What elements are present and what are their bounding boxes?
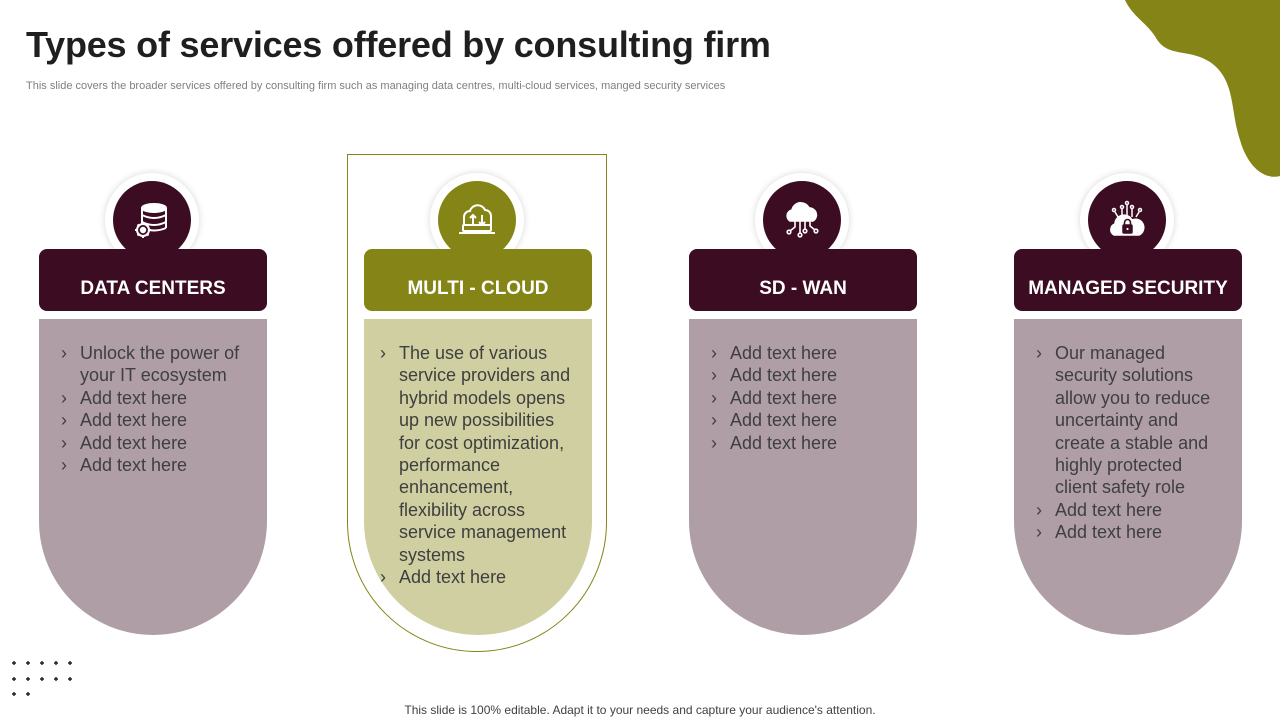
service-card-data-centers: DATA CENTERS Unlock the power of your IT… bbox=[39, 0, 267, 720]
decorative-blob bbox=[1125, 0, 1280, 177]
card-header: SD - WAN bbox=[689, 249, 917, 311]
list-item: Our managed security solutions allow you… bbox=[1036, 342, 1226, 499]
cloud-lock-icon bbox=[1088, 181, 1166, 259]
footer-note: This slide is 100% editable. Adapt it to… bbox=[404, 703, 876, 717]
page-subtitle: This slide covers the broader services o… bbox=[26, 80, 726, 92]
card-header: DATA CENTERS bbox=[39, 249, 267, 311]
list-item: Add text here bbox=[61, 454, 251, 477]
card-body: The use of various service providers and… bbox=[364, 319, 592, 635]
list-item: Add text here bbox=[711, 409, 901, 432]
list-item: Add text here bbox=[711, 364, 901, 387]
multi-cloud-highlight-frame bbox=[347, 154, 607, 652]
list-item: Add text here bbox=[1036, 521, 1226, 544]
service-card-multi-cloud: MULTI - CLOUD The use of various service… bbox=[364, 0, 592, 720]
list-item: Add text here bbox=[711, 342, 901, 365]
list-item: Add text here bbox=[61, 409, 251, 432]
cloud-laptop-icon bbox=[438, 181, 516, 259]
list-item: Add text here bbox=[61, 432, 251, 455]
card-header: MANAGED SECURITY bbox=[1014, 249, 1242, 311]
card-body: Our managed security solutions allow you… bbox=[1014, 319, 1242, 635]
bullet-list: Unlock the power of your IT ecosystem Ad… bbox=[61, 342, 251, 477]
cloud-network-icon bbox=[763, 181, 841, 259]
list-item: Unlock the power of your IT ecosystem bbox=[61, 342, 251, 387]
bullet-list: Add text here Add text here Add text her… bbox=[711, 342, 901, 454]
list-item: Add text here bbox=[711, 432, 901, 455]
list-item: Add text here bbox=[711, 387, 901, 410]
database-gear-icon bbox=[113, 181, 191, 259]
decorative-dots bbox=[12, 661, 72, 696]
bullet-list: Our managed security solutions allow you… bbox=[1036, 342, 1226, 544]
list-item: Add text here bbox=[61, 387, 251, 410]
card-body: Unlock the power of your IT ecosystem Ad… bbox=[39, 319, 267, 635]
page-title: Types of services offered by consulting … bbox=[26, 24, 771, 65]
list-item: The use of various service providers and… bbox=[380, 342, 576, 566]
card-body: Add text here Add text here Add text her… bbox=[689, 319, 917, 635]
service-card-sd-wan: SD - WAN Add text here Add text here Add… bbox=[689, 0, 917, 720]
list-item: Add text here bbox=[380, 566, 576, 589]
list-item: Add text here bbox=[1036, 499, 1226, 522]
service-card-managed-security: MANAGED SECURITY Our managed security so… bbox=[1014, 0, 1242, 720]
bullet-list: The use of various service providers and… bbox=[380, 342, 576, 589]
card-header: MULTI - CLOUD bbox=[364, 249, 592, 311]
